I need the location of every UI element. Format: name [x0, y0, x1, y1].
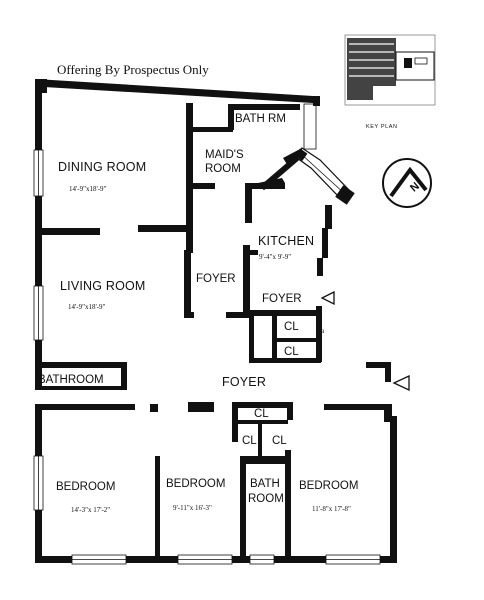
closet-label-5: CL — [272, 435, 287, 447]
dining-room-label: DINING ROOM — [58, 160, 146, 174]
maids-room-label-2: ROOM — [205, 163, 241, 175]
bedroom-3-label: BEDROOM — [299, 480, 358, 492]
key-plan: KEY PLAN — [344, 34, 436, 130]
foyer-kitchen-label: FOYER — [262, 293, 302, 305]
closet-small-mark: a — [321, 327, 325, 335]
living-room-dims: 14'-9"x18'-9" — [68, 303, 106, 311]
bedroom-2-dims: 9'-11"x 16'-3" — [173, 504, 212, 512]
closet-label-1: CL — [284, 321, 299, 333]
bedroom-1-dims: 14'-3"x 17'-2" — [71, 506, 110, 514]
entry-arrow-main-icon — [392, 374, 410, 392]
bath-center-label-2: ROOM — [248, 493, 284, 505]
closet-label-2: CL — [284, 346, 299, 358]
entry-arrow-kitchen-icon — [320, 290, 335, 306]
closet-label-3: CL — [254, 408, 269, 420]
bedroom-3-dims: 11'-8"x 17'-8" — [312, 505, 351, 513]
bedroom-2-label: BEDROOM — [166, 478, 225, 490]
maids-room-label-1: MAID'S — [205, 149, 244, 161]
bedroom-1-label: BEDROOM — [56, 481, 115, 493]
living-room-label: LIVING ROOM — [60, 279, 146, 293]
bath-rm-label: BATH RM — [235, 113, 286, 125]
offering-caption: Offering By Prospectus Only — [57, 62, 209, 77]
closet-label-4: CL — [242, 435, 257, 447]
bay-window — [294, 147, 355, 205]
key-plan-label: KEY PLAN — [366, 124, 398, 130]
kitchen-dims: 9'-4"x 9'-9" — [259, 253, 291, 261]
foyer-main-label: FOYER — [222, 375, 266, 389]
bathroom-left-label: BATHROOM — [38, 374, 104, 386]
foyer-left-label: FOYER — [196, 273, 236, 285]
compass: N — [382, 158, 432, 208]
bath-center-label-1: BATH — [250, 478, 280, 490]
dining-room-dims: 14'-9"x18'-9" — [69, 185, 107, 193]
kitchen-label: KITCHEN — [258, 234, 314, 248]
walls — [33, 79, 397, 565]
